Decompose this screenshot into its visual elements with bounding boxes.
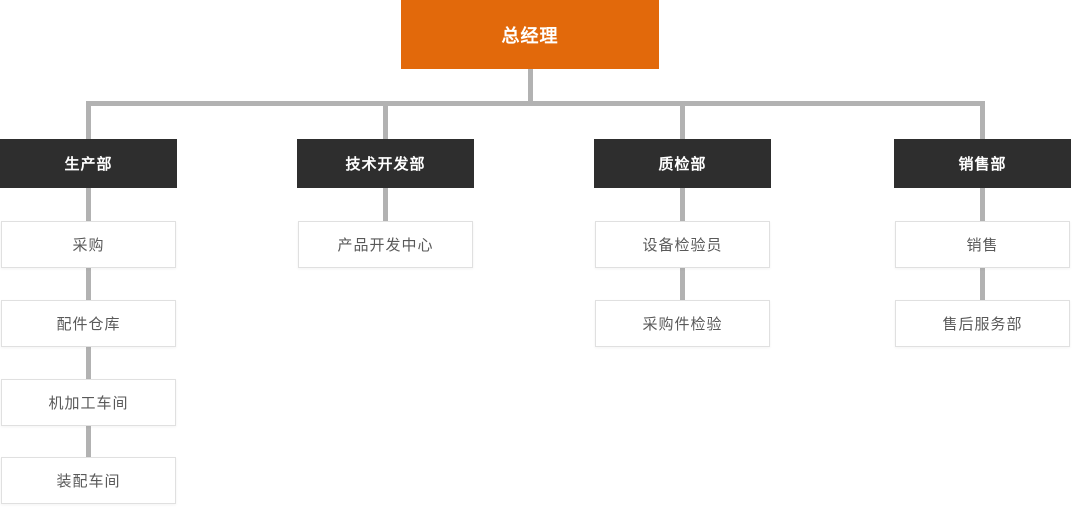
connector-column-1-spine <box>86 104 91 462</box>
node-child-assembly-shop: 装配车间 <box>1 457 176 504</box>
node-dept-sales: 销售部 <box>894 139 1071 188</box>
connector-column-3-spine <box>680 104 685 305</box>
connector-column-4-spine <box>980 104 985 305</box>
connector-trunk <box>528 69 533 106</box>
node-child-product-dev-center: 产品开发中心 <box>298 221 473 268</box>
node-general-manager: 总经理 <box>401 0 659 69</box>
node-child-equipment-inspector: 设备检验员 <box>595 221 770 268</box>
node-child-machining-shop: 机加工车间 <box>1 379 176 426</box>
node-dept-tech-dev: 技术开发部 <box>297 139 474 188</box>
node-child-procurement: 采购 <box>1 221 176 268</box>
node-dept-quality: 质检部 <box>594 139 771 188</box>
node-child-sales: 销售 <box>895 221 1070 268</box>
node-child-after-sales-service: 售后服务部 <box>895 300 1070 347</box>
node-child-purchased-parts-inspection: 采购件检验 <box>595 300 770 347</box>
node-dept-production: 生产部 <box>0 139 177 188</box>
node-child-parts-warehouse: 配件仓库 <box>1 300 176 347</box>
connector-horizontal-bus <box>86 101 985 106</box>
